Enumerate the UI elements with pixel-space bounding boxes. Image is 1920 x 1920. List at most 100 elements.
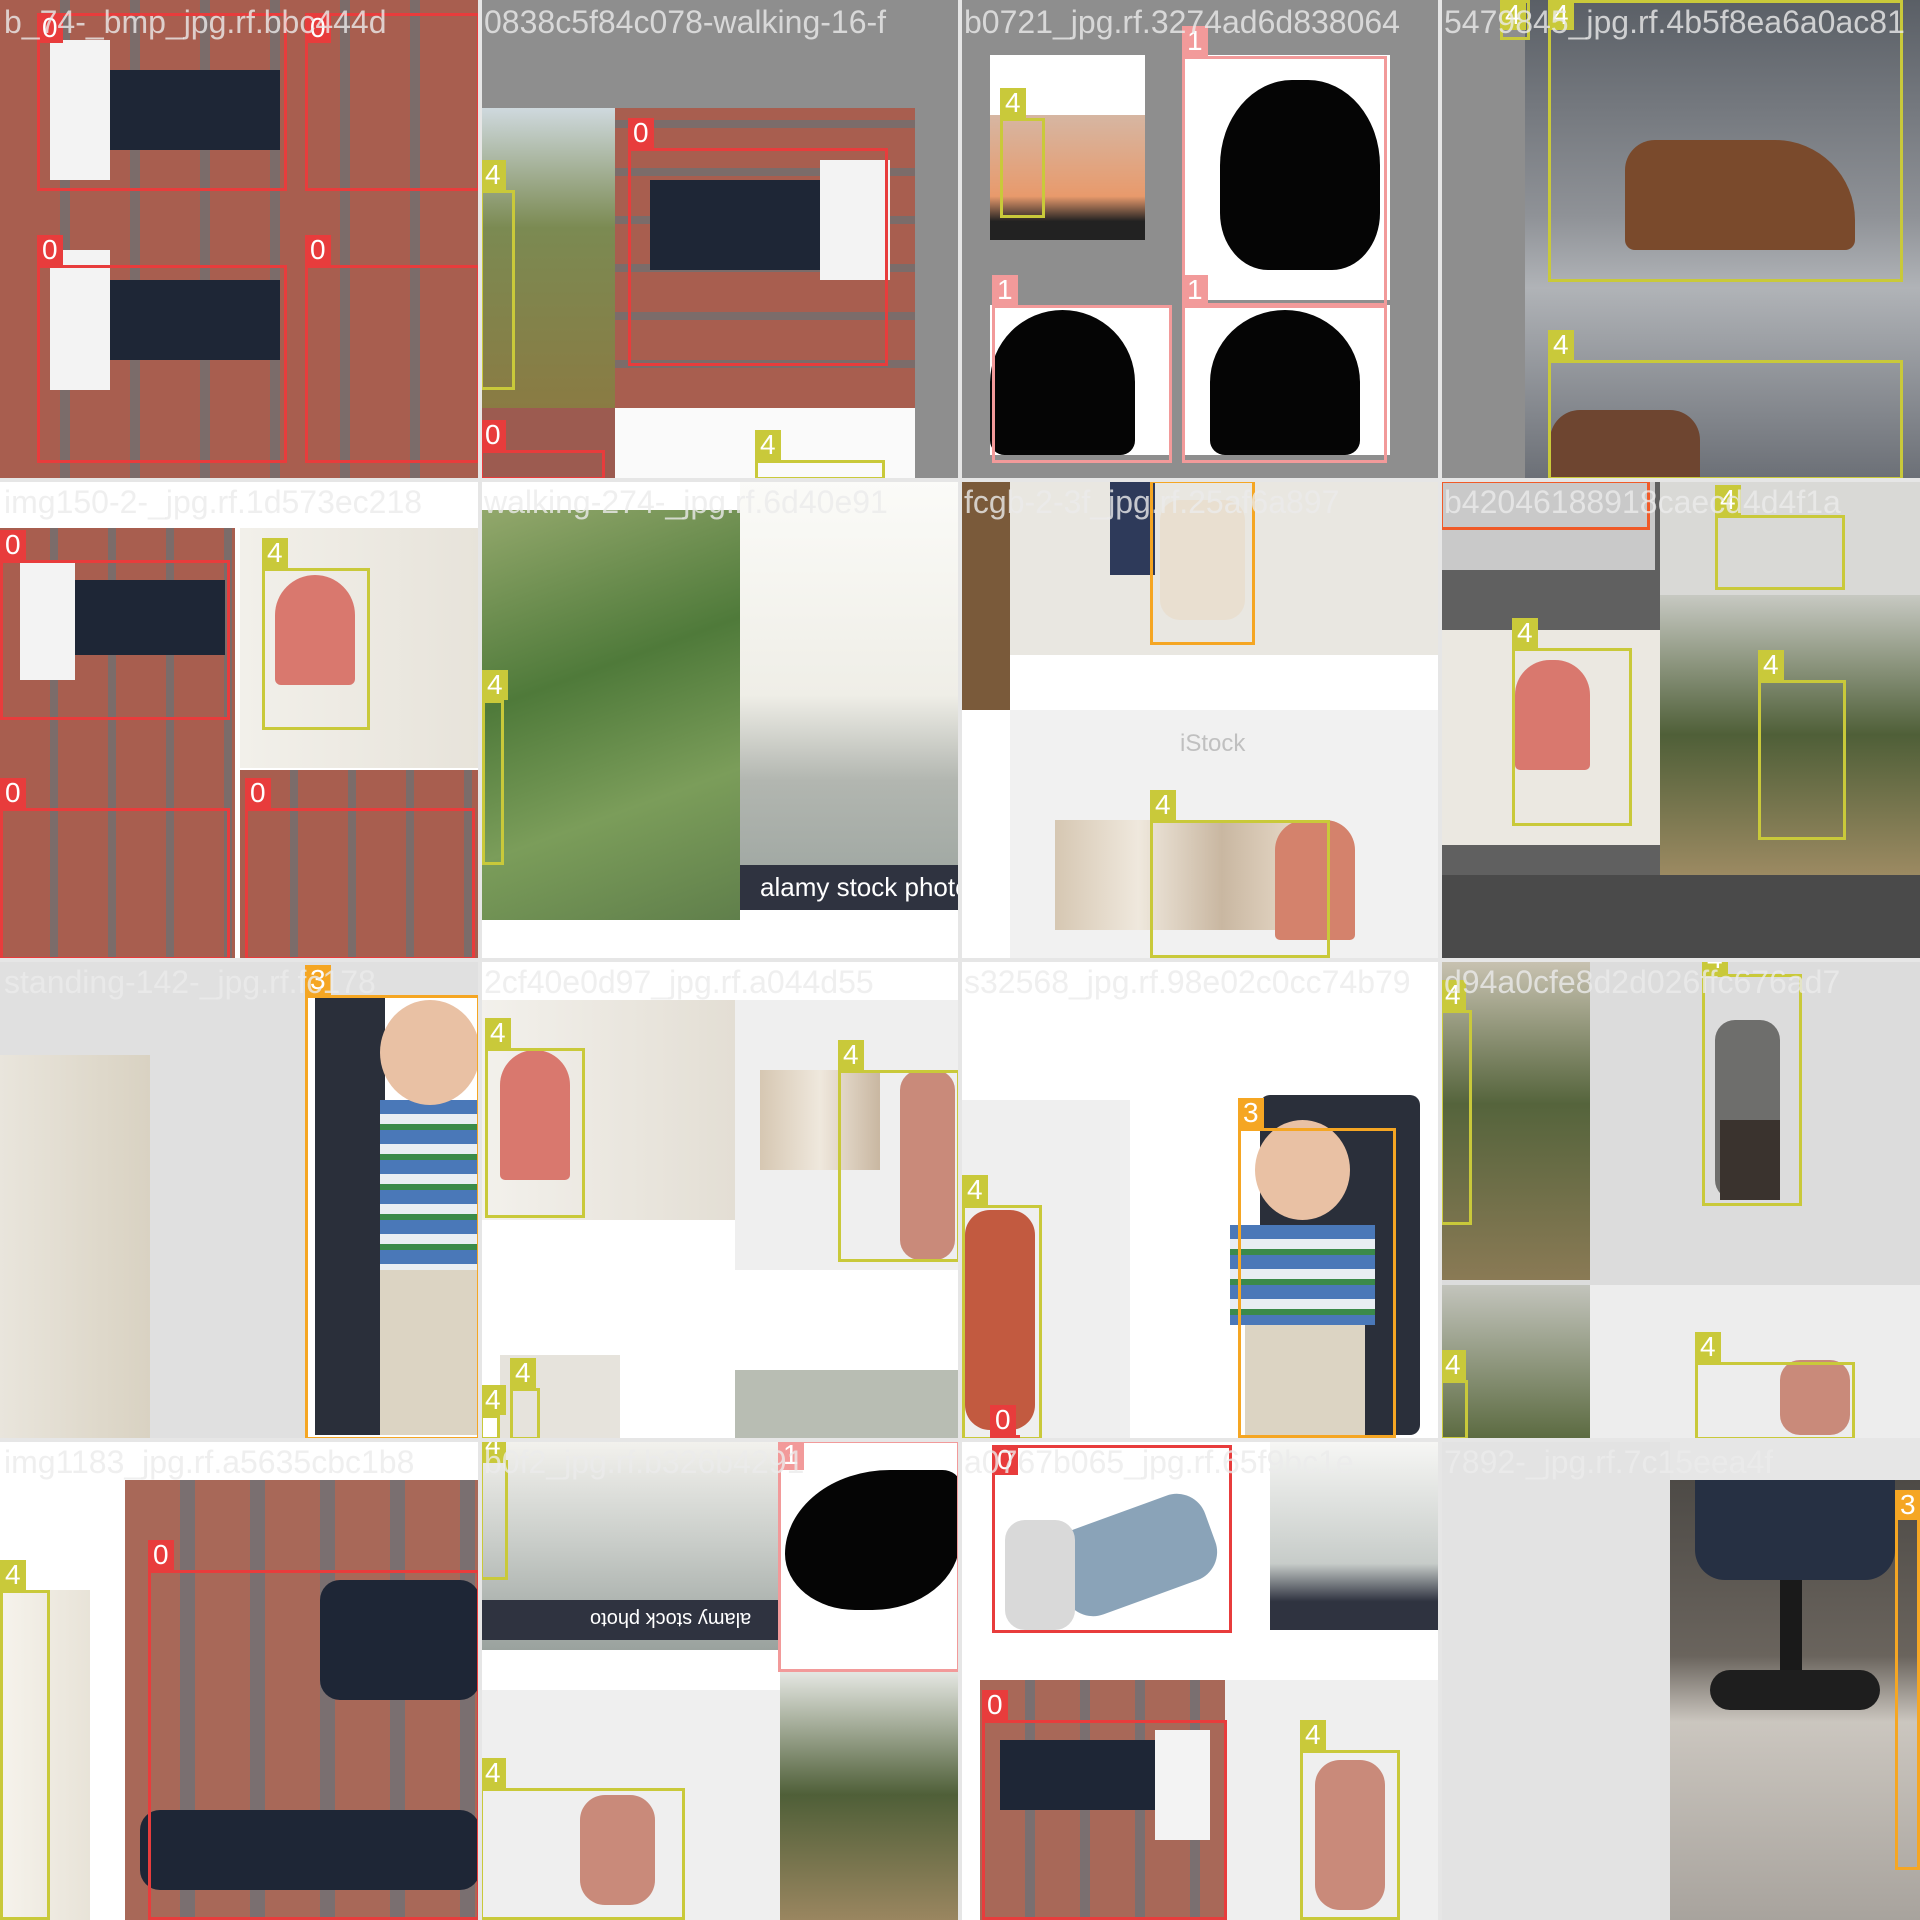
forest-photo xyxy=(960,480,1010,710)
bbox-label: 4 xyxy=(1548,0,1574,30)
tile-8: 3 standing-142-_jpg.rf.fc178 xyxy=(0,960,480,1440)
tile-filename: b0f2_jpg.rf.b326b4291 xyxy=(484,1444,805,1480)
silhouette xyxy=(990,310,1135,455)
bbox-class-4: 4 xyxy=(480,160,515,390)
bbox-class-4: 4 xyxy=(262,538,370,730)
bbox-label: 0 xyxy=(0,778,26,808)
person-shirt xyxy=(1155,1730,1210,1840)
bbox-class-4: 4 xyxy=(482,670,508,865)
bbox-label: 1 xyxy=(992,275,1018,305)
bbox-class-0: 0 xyxy=(628,118,888,366)
bbox-label: 4 xyxy=(1500,0,1526,30)
alamy-watermark: alamy stock photo xyxy=(590,1608,752,1630)
forest-photo xyxy=(480,510,740,920)
bbox-class-4: 4 xyxy=(1300,1720,1400,1920)
bbox-class-0: 0 xyxy=(305,235,480,463)
forest-photo xyxy=(780,1670,960,1920)
bbox-label: 1 xyxy=(1182,275,1208,305)
bbox-class-0: 0 xyxy=(148,1540,480,1920)
adult-legs xyxy=(315,995,385,1435)
bbox-label: 4 xyxy=(1300,1720,1326,1750)
chair-base xyxy=(1710,1670,1880,1710)
bbox-class-3: 3 xyxy=(1895,1490,1920,1870)
person-trousers xyxy=(650,180,820,270)
tile-filename: 2cf40e0d97_jpg.rf.a044d55 xyxy=(484,964,874,1000)
texture-photo xyxy=(1440,480,1655,570)
bbox-class-4: 4 xyxy=(1150,790,1330,958)
bbox-label: 0 xyxy=(37,235,63,265)
person-trousers xyxy=(140,1810,480,1890)
person-shirt xyxy=(1005,1520,1075,1630)
person-trousers xyxy=(320,1580,480,1700)
bbox-class-0: 0 xyxy=(990,1405,1020,1440)
tile-14: 0 0 4 a0767b065_jpg.rf.65f9bc1e xyxy=(960,1440,1440,1920)
istock-watermark: iStock xyxy=(1180,730,1246,757)
chair-back xyxy=(1695,1480,1895,1580)
baby-head xyxy=(380,1000,480,1105)
boot xyxy=(1625,140,1855,250)
tile-filename: walking-274-_jpg.rf.6d40e91 xyxy=(484,484,888,520)
bbox-class-1: 1 xyxy=(1182,26,1387,306)
man-trousers xyxy=(1720,1120,1780,1200)
person-trousers xyxy=(75,580,225,655)
tile-filename: b0721_jpg.rf.3274ad6d838064 xyxy=(964,4,1400,40)
stairs-photo xyxy=(1660,480,1920,595)
tile-13: alamy stock photo 4 4 1 b0f2_jpg.rf.b326… xyxy=(480,1440,960,1920)
bbox-class-4: 4 xyxy=(1440,980,1472,1225)
bbox-class-4: 4 xyxy=(0,1560,50,1920)
bbox-label: 4 xyxy=(510,1358,536,1388)
tile-9: 4 4 4 4 2cf40e0d97_jpg.rf.a044d55 xyxy=(480,960,960,1440)
tile-4: 0 4 0 0 img150-2-_jpg.rf.1d573ec218 xyxy=(0,480,480,960)
tile-filename: 0838c5f84c078-walking-16-f xyxy=(484,4,887,40)
bbox-class-1: 1 xyxy=(778,1440,960,1672)
bbox-label: 4 xyxy=(755,430,781,460)
bbox-class-0: 0 xyxy=(0,778,230,960)
tile-filename: a0767b065_jpg.rf.65f9bc1e xyxy=(964,1444,1354,1480)
tile-6: 3 4 iStock fcgb-2-3f_jpg.rf.25af6a897 xyxy=(960,480,1440,960)
grey-area xyxy=(1440,1440,1670,1920)
bbox-label: 4 xyxy=(1440,1350,1466,1380)
clothes xyxy=(760,1070,880,1170)
bbox-class-0: 0 xyxy=(982,1690,1227,1920)
forest-photo xyxy=(1660,595,1920,875)
forest-photo xyxy=(1440,960,1590,1280)
bbox-class-4: 4 xyxy=(838,1040,960,1262)
bbox-label: 0 xyxy=(245,778,271,808)
silhouette xyxy=(1210,310,1360,455)
girl xyxy=(1275,820,1355,940)
bbox-label: 4 xyxy=(962,1175,988,1205)
person-shirt xyxy=(20,560,75,680)
bbox-label: 4 xyxy=(262,538,288,568)
bbox-class-4: 4 xyxy=(480,1385,506,1440)
bbox-class-4: 4 xyxy=(1500,0,1530,40)
bbox-class-4: 4 xyxy=(1702,960,1802,1206)
forest-photo xyxy=(735,1370,960,1440)
person-shirt xyxy=(820,160,890,280)
person-trousers xyxy=(110,280,280,360)
tile-2: 4 1 1 1 b0721_jpg.rf.3274ad6d838064 xyxy=(960,0,1440,480)
tile-filename: 7892-_jpg.rf.7c15eea4f xyxy=(1444,1444,1774,1480)
person-top xyxy=(500,1050,570,1180)
tile-filename: 5479845_jpg.rf.4b5f8ea6a0ac81 xyxy=(1444,4,1905,40)
bbox-class-4: 4 xyxy=(485,1018,585,1218)
bbox-label: 3 xyxy=(305,965,331,995)
bbox-label: 1 xyxy=(1182,26,1208,56)
bbox-class-4: 4 xyxy=(480,1758,685,1920)
sunset-photo xyxy=(990,115,1145,240)
bbox-label: 4 xyxy=(1695,1332,1721,1362)
bbox-label: 4 xyxy=(838,1040,864,1070)
tile-filename: standing-142-_jpg.rf.fc178 xyxy=(4,964,376,1000)
legs xyxy=(1110,480,1155,575)
window-photo xyxy=(0,1590,90,1920)
bbox-label: 4 xyxy=(480,1385,506,1415)
bbox-class-4: 4 xyxy=(1695,1332,1855,1440)
bbox-label: 4 xyxy=(482,670,508,700)
stairs-photo xyxy=(1270,1440,1440,1630)
bbox-label: 4 xyxy=(480,1758,506,1788)
bbox-label: 4 xyxy=(1512,618,1538,648)
woman xyxy=(965,1210,1035,1430)
bbox-label: 4 xyxy=(485,1018,511,1048)
tile-7: 2 4 4 4 b42046188918caecd4d4f1a xyxy=(1440,480,1920,960)
tile-filename: fcgb-2-3f_jpg.rf.25af6a897 xyxy=(964,484,1340,520)
alamy-watermark: alamy stock photo xyxy=(760,872,960,902)
